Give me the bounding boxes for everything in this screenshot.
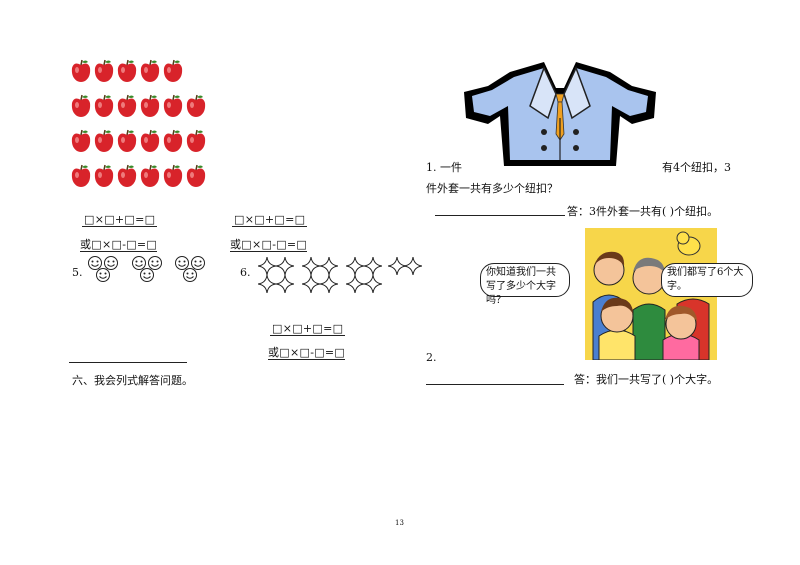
question-1-prefix: 1. 一件	[426, 161, 462, 174]
star-icon	[364, 257, 382, 275]
star-icon	[258, 257, 276, 275]
smiley-face-icon	[182, 268, 198, 282]
star-icon	[346, 275, 364, 293]
jacket-image	[460, 58, 660, 170]
apple-row	[70, 94, 207, 118]
apple-icon	[162, 59, 184, 83]
speech-bubble-left: 你知道我们一共写了多少个大字吗？	[480, 263, 570, 306]
question-1-line2: 件外套一共有多少个纽扣？	[426, 182, 558, 195]
smiley-groups	[87, 256, 217, 286]
apple-row	[70, 59, 207, 83]
smiley-face-icon	[95, 268, 111, 282]
smiley-group	[87, 256, 119, 284]
apple-icon	[70, 129, 92, 153]
apple-grid	[70, 59, 207, 199]
question-6-label: 6.	[240, 266, 251, 279]
equation-a2: 或□×□-□=□	[80, 238, 158, 252]
smiley-face-icon	[87, 256, 103, 270]
speech-bubble-left-text: 你知道我们一共写了多少个大字吗？	[486, 267, 556, 306]
children-writing-image	[585, 228, 717, 360]
star-icon	[404, 257, 422, 275]
apple-icon	[116, 164, 138, 188]
answer-blank-line[interactable]	[69, 362, 187, 363]
question-1-answer: 答：3件外套一共有( )个纽扣。	[567, 205, 719, 218]
apple-icon	[139, 94, 161, 118]
star-icon	[258, 275, 276, 293]
apple-icon	[116, 94, 138, 118]
smiley-face-icon	[174, 256, 190, 270]
apple-icon	[93, 59, 115, 83]
answer-blank-line-2[interactable]	[426, 384, 564, 385]
star-icon	[276, 275, 294, 293]
apple-icon	[70, 59, 92, 83]
star-icon	[320, 275, 338, 293]
apple-icon	[116, 129, 138, 153]
smiley-face-icon	[190, 256, 206, 270]
apple-row	[70, 164, 207, 188]
apple-icon	[139, 129, 161, 153]
star-groups	[258, 257, 422, 297]
apple-icon	[70, 94, 92, 118]
star-icon	[302, 257, 320, 275]
equation-c2: 或□×□-□=□	[268, 346, 346, 360]
section-six-heading: 六、我会列式解答问题。	[72, 374, 193, 387]
star-icon	[302, 275, 320, 293]
smiley-group	[174, 256, 206, 284]
smiley-group	[131, 256, 163, 284]
speech-bubble-right: 我们都写了6个大字。	[661, 263, 753, 297]
star-icon	[276, 257, 294, 275]
apple-icon	[139, 164, 161, 188]
smiley-face-icon	[139, 268, 155, 282]
apple-icon	[116, 59, 138, 83]
star-icon	[320, 257, 338, 275]
apple-icon	[162, 94, 184, 118]
smiley-face-icon	[103, 256, 119, 270]
apple-icon	[93, 164, 115, 188]
question-2-answer: 答：我们一共写了( )个大字。	[574, 373, 719, 386]
question-1-suffix: 有4个纽扣，3	[662, 161, 731, 174]
equation-c1: □×□+□=□	[270, 322, 346, 336]
apple-icon	[70, 164, 92, 188]
apple-icon	[185, 164, 207, 188]
apple-icon	[93, 94, 115, 118]
question-2-label: 2.	[426, 351, 437, 364]
apple-icon	[162, 164, 184, 188]
smiley-face-icon	[147, 256, 163, 270]
apple-icon	[162, 129, 184, 153]
speech-bubble-right-text: 我们都写了6个大字。	[667, 267, 744, 292]
apple-row	[70, 129, 207, 153]
question-5-label: 5.	[72, 266, 83, 279]
apple-icon	[93, 129, 115, 153]
answer-blank-line-1[interactable]	[435, 215, 565, 216]
apple-icon	[139, 59, 161, 83]
star-icon	[364, 275, 382, 293]
equation-b1: □×□+□=□	[232, 213, 308, 227]
smiley-face-icon	[131, 256, 147, 270]
page-number: 13	[395, 519, 404, 527]
equation-a1: □×□+□=□	[82, 213, 158, 227]
star-icon	[346, 257, 364, 275]
star-icon	[388, 257, 406, 275]
apple-icon	[185, 129, 207, 153]
apple-icon	[185, 94, 207, 118]
equation-b2: 或□×□-□=□	[230, 238, 308, 252]
